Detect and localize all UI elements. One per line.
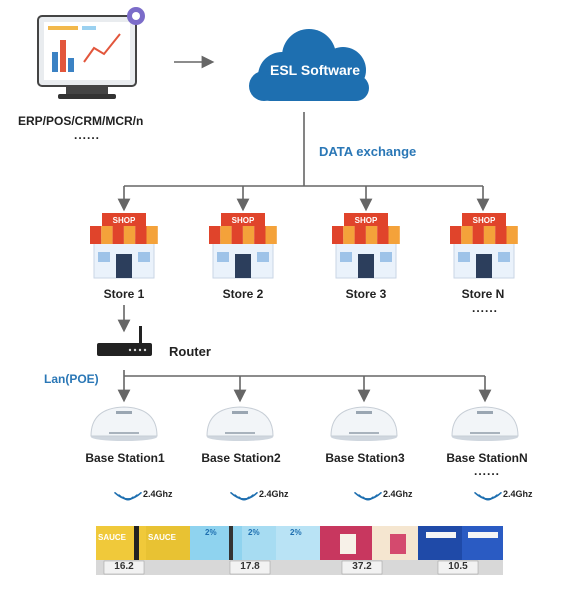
cloud-shape	[249, 29, 369, 101]
shelf-sauce-label-2: SAUCE	[148, 533, 177, 542]
station-label-2: Base Station2	[201, 451, 281, 465]
freq-label-1: 2.4Ghz	[143, 489, 173, 499]
base-station-icon-4	[451, 406, 519, 441]
router-label: Router	[169, 344, 211, 359]
sources-more: ......	[74, 128, 101, 142]
base-station-icon-1	[90, 406, 158, 441]
esl-tag-value-2: 17.8	[240, 561, 260, 572]
esl-tag-value-3: 37.2	[352, 561, 372, 572]
shelf-percent-label-3: 2%	[290, 528, 302, 537]
shelf-percent-label-1: 2%	[205, 528, 217, 537]
base-station-icon-2	[206, 406, 274, 441]
stores-more: ......	[472, 301, 499, 315]
shop-icon-3: SHOP	[332, 213, 400, 279]
shop-sign-3: SHOP	[355, 216, 378, 225]
lan-label: Lan(POE)	[44, 372, 99, 386]
shelf-percent-label-2: 2%	[248, 528, 260, 537]
shop-sign-2: SHOP	[232, 216, 255, 225]
station-label-3: Base Station3	[325, 451, 405, 465]
esl-tag-value-1: 16.2	[114, 561, 134, 572]
freq-label-n: 2.4Ghz	[503, 489, 533, 499]
store-label-3: Store 3	[345, 287, 387, 301]
store-label-n: Store N	[461, 287, 505, 301]
store-label-1: Store 1	[103, 287, 145, 301]
wifi-icon-2	[230, 492, 258, 501]
data-exchange-label: DATA exchange	[319, 144, 417, 159]
station-label-n: Base StationN	[446, 451, 528, 465]
cloud-label: ESL Software	[270, 62, 360, 78]
sources-label: ERP/POS/CRM/MCR/n	[18, 114, 144, 128]
shop-icon-1: SHOP	[90, 213, 158, 279]
station-label-1: Base Station1	[85, 451, 165, 465]
computer-icon	[37, 7, 145, 99]
wifi-icon-3	[354, 492, 382, 501]
base-station-icon-3	[330, 406, 398, 441]
wifi-icon-4	[474, 492, 502, 501]
freq-label-3: 2.4Ghz	[383, 489, 413, 499]
shop-sign-4: SHOP	[473, 216, 496, 225]
shelf-sauce-label-1: SAUCE	[98, 533, 127, 542]
freq-label-2: 2.4Ghz	[259, 489, 289, 499]
shop-sign-1: SHOP	[113, 216, 136, 225]
shelf-image	[96, 526, 503, 575]
shop-icon-4: SHOP	[450, 213, 518, 279]
stations-more: ......	[474, 464, 501, 478]
router-icon	[97, 326, 152, 356]
wifi-icon-1	[114, 492, 142, 501]
shop-icon-2: SHOP	[209, 213, 277, 279]
esl-tag-value-4: 10.5	[448, 561, 468, 572]
store-label-2: Store 2	[222, 287, 264, 301]
